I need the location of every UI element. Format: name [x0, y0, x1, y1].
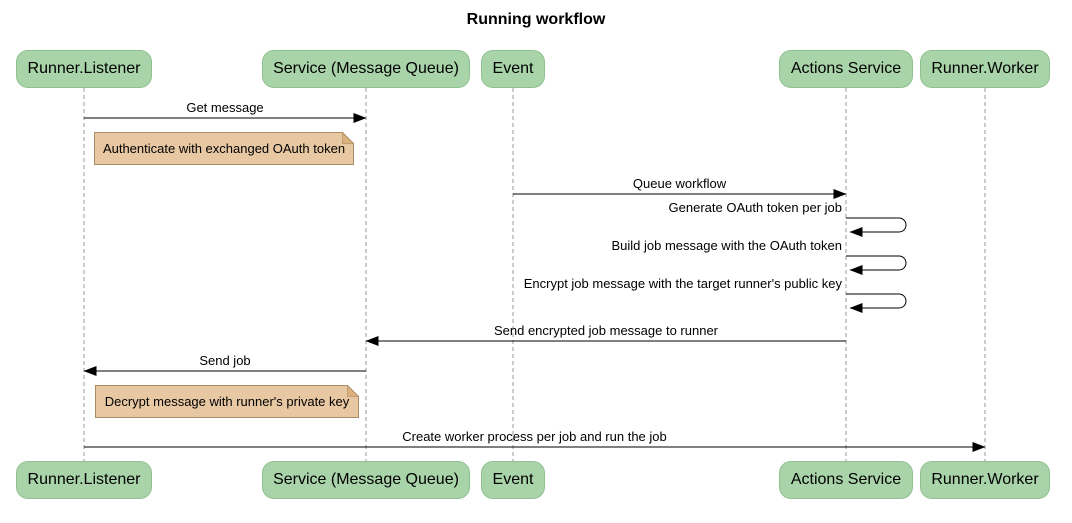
participant-bottom-service-mq: Service (Message Queue) [262, 461, 470, 499]
message-label: Send encrypted job message to runner [493, 323, 719, 338]
message-label: Encrypt job message with the target runn… [523, 276, 842, 291]
note-fold-icon [347, 385, 359, 397]
participant-bottom-runner-worker: Runner.Worker [920, 461, 1050, 499]
participant-top-actions-service: Actions Service [779, 50, 913, 88]
note: Authenticate with exchanged OAuth token [94, 132, 354, 165]
participant-top-runner-worker: Runner.Worker [920, 50, 1050, 88]
diagram-title: Running workflow [466, 11, 606, 28]
self-message-arrow-4 [846, 293, 907, 313]
message-label: Create worker process per job and run th… [402, 429, 667, 444]
participant-top-event: Event [481, 50, 545, 88]
participant-top-runner-listener: Runner.Listener [16, 50, 152, 88]
note: Decrypt message with runner's private ke… [95, 385, 359, 418]
message-label: Generate OAuth token per job [668, 200, 842, 215]
participant-top-service-mq: Service (Message Queue) [262, 50, 470, 88]
message-label: Build job message with the OAuth token [611, 238, 842, 253]
message-label: Send job [199, 353, 251, 368]
note-fold-icon [342, 132, 354, 144]
self-message-arrow-3 [846, 255, 907, 275]
self-message-arrow-2 [846, 217, 907, 237]
participant-bottom-runner-listener: Runner.Listener [16, 461, 152, 499]
participant-bottom-event: Event [481, 461, 545, 499]
message-label: Queue workflow [632, 176, 727, 191]
message-label: Get message [186, 100, 264, 115]
participant-bottom-actions-service: Actions Service [779, 461, 913, 499]
